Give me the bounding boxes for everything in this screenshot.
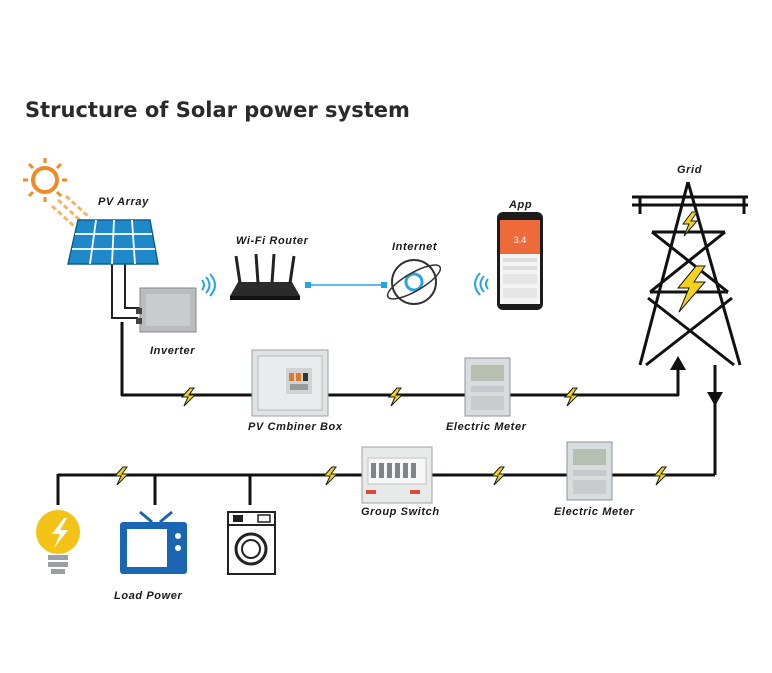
label-electric-meter-bottom: Electric Meter (554, 506, 635, 518)
wifi-router-device (230, 253, 300, 300)
grid-tower-icon (632, 181, 748, 367)
power-bolts (113, 387, 669, 486)
label-load-power: Load Power (114, 590, 182, 602)
bolt-icon (563, 387, 580, 407)
smartphone-app: 3.4 (497, 212, 543, 310)
wiring (56, 264, 723, 505)
label-app: App (508, 199, 532, 211)
light-bulb-icon (36, 510, 80, 574)
label-grid: Grid (677, 164, 702, 176)
bolt-icon (387, 387, 404, 407)
bolt-icon (652, 466, 669, 486)
tv-icon (120, 510, 187, 574)
washing-machine-icon (227, 511, 276, 575)
bolt-icon (113, 466, 130, 486)
label-electric-meter-top: Electric Meter (446, 421, 527, 433)
inverter-device (136, 273, 216, 333)
pv-array-panel (67, 219, 159, 265)
sun-icon (23, 158, 92, 228)
internet-globe-icon (386, 259, 442, 305)
label-wifi-router: Wi-Fi Router (236, 235, 309, 247)
diagram-title: Structure of Solar power system (25, 98, 410, 122)
pv-combiner-box (251, 349, 329, 417)
electric-meter-bottom (566, 441, 613, 501)
bolt-icon (682, 211, 699, 237)
label-pv-array: PV Array (98, 196, 149, 208)
group-switch-panel (361, 446, 433, 504)
wifi-signal-icon (474, 272, 489, 296)
bolt-icon (322, 466, 339, 486)
bolt-icon (676, 265, 707, 313)
label-combiner-box: PV Cmbiner Box (248, 421, 343, 433)
label-inverter: Inverter (150, 345, 195, 357)
bolt-icon (490, 466, 507, 486)
label-group-switch: Group Switch (361, 506, 440, 518)
label-internet: Internet (392, 241, 438, 253)
app-reading: 3.4 (514, 235, 527, 245)
network-link (305, 282, 387, 288)
electric-meter-top (464, 357, 511, 417)
bolt-icon (180, 387, 197, 407)
wifi-signal-icon (201, 273, 216, 297)
